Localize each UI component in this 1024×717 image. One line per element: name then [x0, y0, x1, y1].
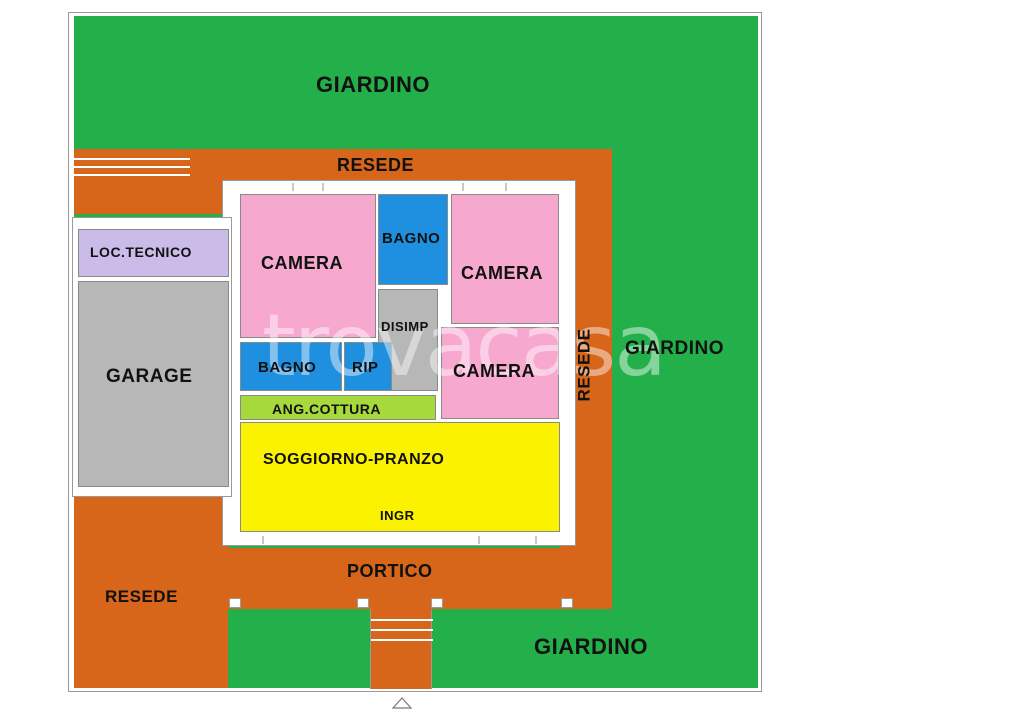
label-resede-left: RESEDE [105, 587, 178, 606]
window-mark [322, 183, 324, 191]
pillar [229, 598, 241, 608]
label-rip: RIP [352, 359, 379, 376]
window-mark [478, 536, 480, 544]
label-bagno-2: BAGNO [258, 359, 317, 376]
label-ang-cottura: ANG.COTTURA [272, 401, 381, 417]
room-camera-1 [240, 194, 376, 338]
room-camera-3 [441, 327, 559, 419]
room-bagno-2 [240, 342, 342, 391]
pillar [431, 598, 443, 608]
window-mark [535, 536, 537, 544]
room-rip [344, 342, 392, 391]
label-bagno-1: BAGNO [382, 230, 441, 247]
watermark-text: trovacasa [262, 296, 667, 396]
room-ang-cottura [240, 395, 436, 420]
label-garage: GARAGE [106, 366, 193, 387]
label-camera-2: CAMERA [461, 263, 543, 283]
window-mark [292, 183, 294, 191]
portico-strip [228, 548, 612, 609]
label-loc-tecnico: LOC.TECNICO [90, 244, 192, 260]
label-resede-top: RESEDE [337, 155, 415, 175]
label-giardino-top: GIARDINO [316, 72, 430, 97]
label-giardino-right: GIARDINO [625, 338, 724, 359]
label-soggiorno-pranzo: SOGGIORNO-PRANZO [263, 451, 445, 468]
label-giardino-bottom: GIARDINO [534, 634, 648, 659]
label-camera-1: CAMERA [261, 253, 343, 273]
pillar [357, 598, 369, 608]
window-mark [462, 183, 464, 191]
room-soggiorno-pranzo [240, 422, 560, 532]
resede-left-block [74, 495, 228, 688]
entrance-steps [370, 609, 433, 689]
label-portico: PORTICO [347, 561, 433, 581]
pillar [561, 598, 573, 608]
window-mark [505, 183, 507, 191]
label-disimp: DISIMP [381, 319, 429, 334]
steps-top-left [74, 150, 190, 182]
room-bagno-1 [378, 194, 448, 285]
window-mark [262, 536, 264, 544]
entrance-arrow-icon [392, 697, 412, 709]
label-camera-3: CAMERA [453, 361, 535, 381]
room-loc-tecnico [78, 229, 229, 277]
room-garage [78, 281, 229, 487]
label-resede-right: RESEDE [574, 328, 594, 402]
label-ingresso: INGR [380, 508, 415, 523]
room-camera-2 [451, 194, 559, 324]
